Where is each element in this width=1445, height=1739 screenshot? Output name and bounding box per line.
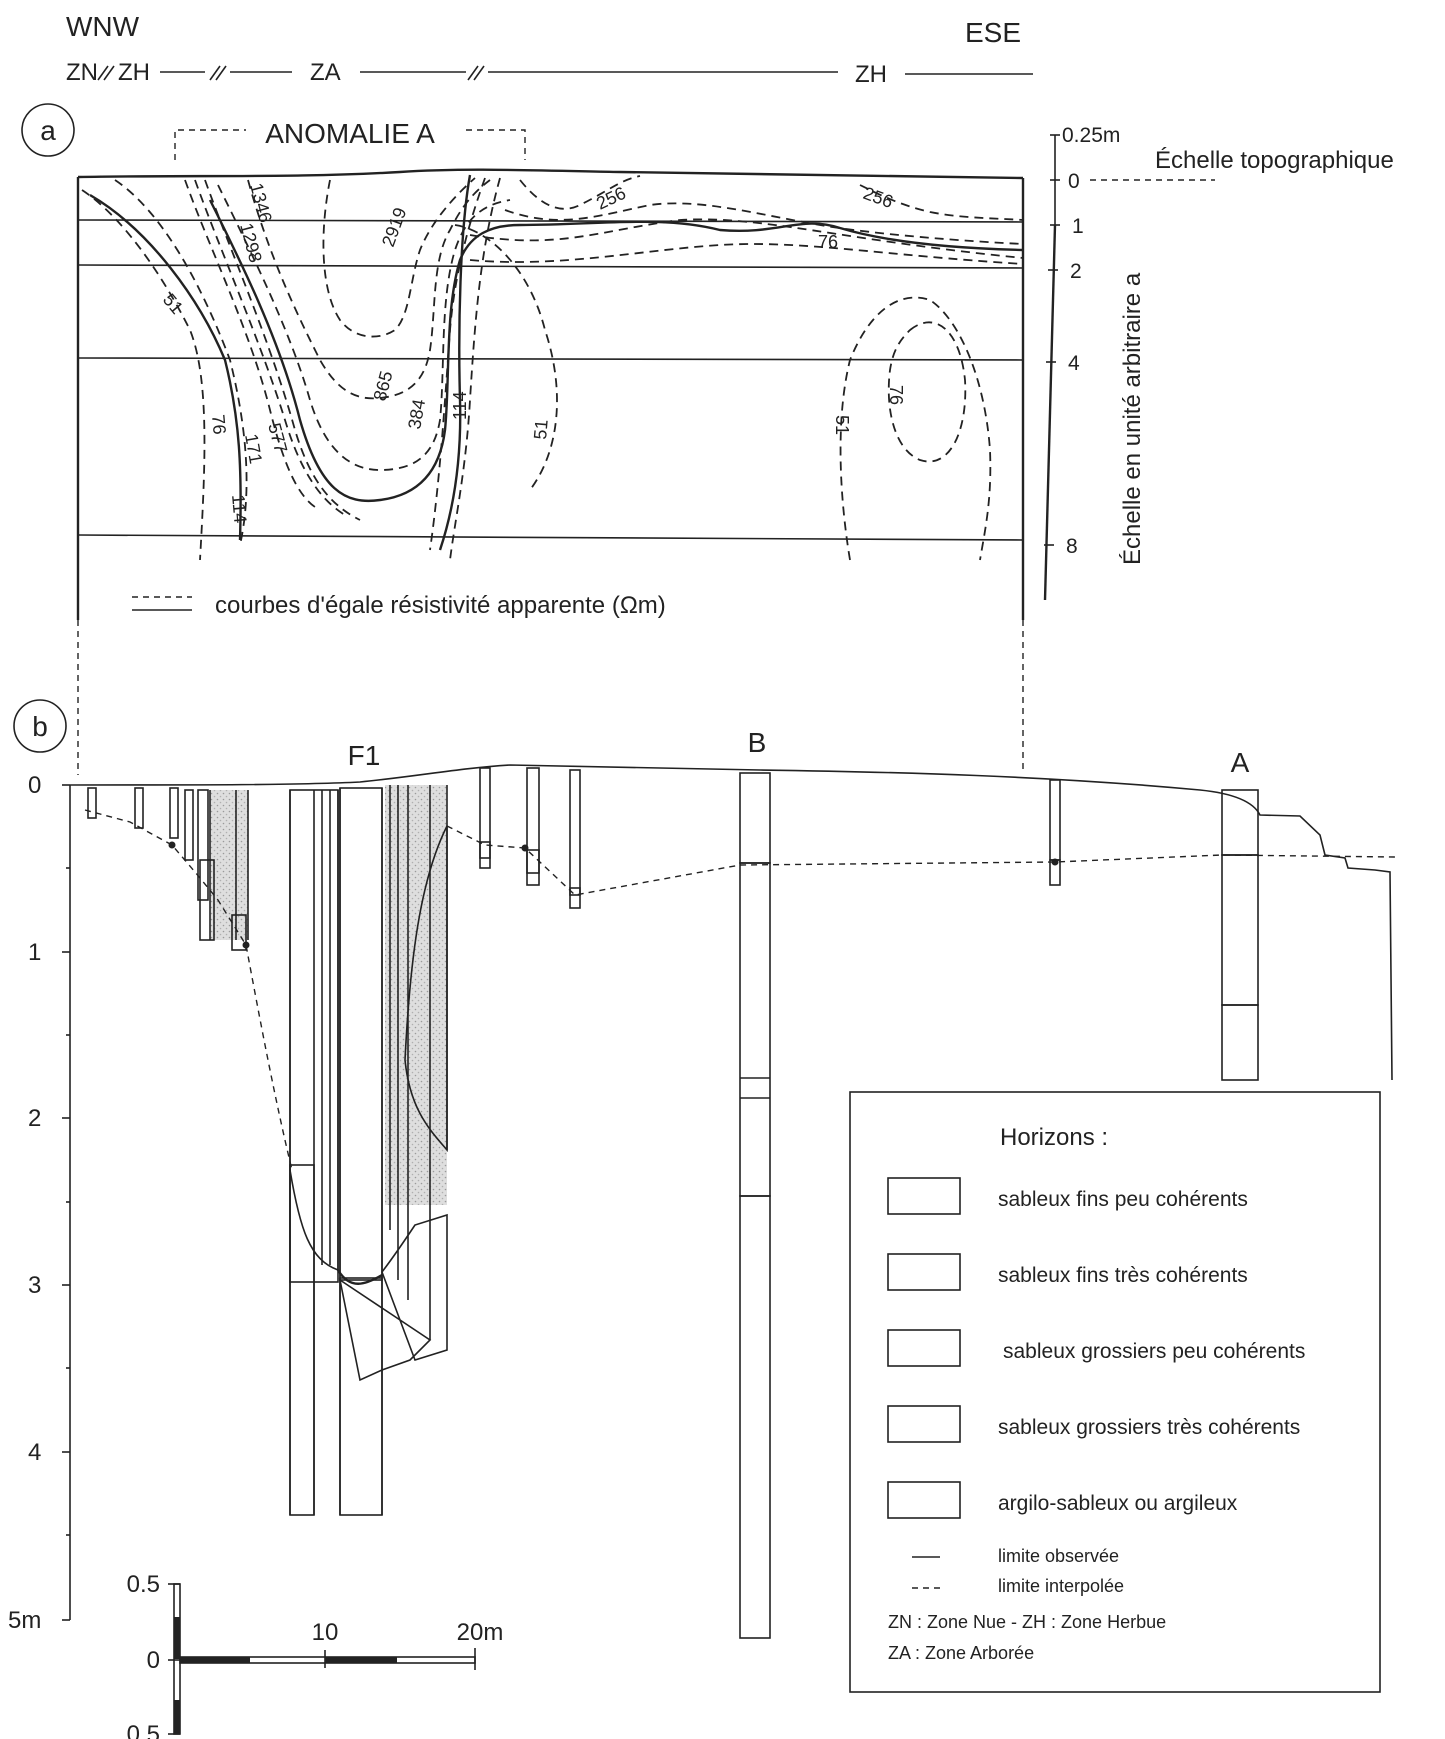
- anomaly-label: ANOMALIE A: [265, 118, 435, 149]
- well-label-b: B: [748, 727, 767, 758]
- depth-tick-a: 8: [1066, 535, 1078, 558]
- depth-tick-a: 1: [1072, 215, 1084, 238]
- panel-b-circle: [13, 699, 67, 753]
- contour-label: 114: [228, 494, 250, 524]
- depth-tick-a: 4: [1068, 352, 1080, 375]
- legend-label: limite observée: [998, 1546, 1119, 1566]
- panel-a-label: a: [40, 115, 56, 146]
- depth-tick-b: 4: [28, 1439, 41, 1466]
- legend-title: Horizons :: [1000, 1124, 1108, 1151]
- legend-swatch-coarse-sand-loose: [887, 1329, 961, 1367]
- legend-label: sableux fins très cohérents: [998, 1264, 1248, 1287]
- zone-label-zh-right: ZH: [855, 61, 887, 88]
- legend-label: limite interpolée: [998, 1576, 1124, 1596]
- contour-label: 51: [530, 419, 552, 441]
- legend-label: sableux grossiers peu cohérents: [1003, 1340, 1305, 1363]
- interpolated-boundary: [84, 809, 1396, 1171]
- depth-tick-a: 0: [1068, 170, 1080, 193]
- legend-note: ZA : Zone Arborée: [888, 1643, 1034, 1663]
- legend-swatch-fine-sand-loose: [887, 1177, 961, 1215]
- contour-label: 76: [818, 232, 838, 252]
- scale-v-tick: 0: [147, 1647, 160, 1674]
- panel-b: b 0 1 2 3 4 5m: [8, 699, 1396, 1739]
- well-label-a: A: [1231, 747, 1250, 778]
- zone-label-za: ZA: [310, 59, 341, 86]
- legend-swatch-fine-sand-cohesive: [887, 1253, 961, 1291]
- well-label-f1: F1: [348, 740, 381, 771]
- legend-label: sableux grossiers très cohérents: [998, 1416, 1300, 1439]
- depth-tick-b: 5m: [8, 1607, 41, 1634]
- ground-surface-a: [77, 168, 1024, 180]
- contour-label: 1346: [246, 181, 276, 225]
- direction-right: ESE: [965, 17, 1021, 48]
- contour-label: 171: [241, 432, 266, 465]
- depth-tick-b: 2: [28, 1105, 41, 1132]
- contour-label: 114: [450, 391, 470, 420]
- contour-label: 76: [208, 414, 230, 436]
- topo-scale-top: 0.25m: [1062, 124, 1120, 147]
- contour-label: 76: [886, 385, 906, 405]
- contour-label: 865: [370, 369, 397, 403]
- panel-b-label: b: [32, 711, 48, 742]
- contour-label: 1298: [236, 221, 266, 265]
- legend-label: argilo-sableux ou argileux: [998, 1492, 1238, 1515]
- zone-label-zn: ZN: [66, 59, 98, 86]
- panel-a-circle: [21, 103, 75, 157]
- legend-label: sableux fins peu cohérents: [998, 1188, 1248, 1211]
- direction-left: WNW: [66, 11, 140, 42]
- topo-scale-label: Échelle topographique: [1155, 147, 1394, 174]
- contour-legend: courbes d'égale résistivité apparente (Ω…: [215, 592, 666, 619]
- depth-tick-a: 2: [1070, 260, 1082, 283]
- contour-label: 2919: [378, 205, 410, 249]
- contour-label: 384: [404, 398, 429, 431]
- panel-a: a ANOMALIE A: [21, 103, 1394, 775]
- zone-label-zh-left: ZH: [118, 59, 150, 86]
- contour-label: 51: [159, 290, 187, 318]
- contour-label: 51: [832, 415, 852, 435]
- scale-bar: 0.5 0 0.5 10 20m: [127, 1571, 504, 1739]
- legend-swatch-coarse-sand-cohesive: [887, 1405, 961, 1443]
- contour-solid-3: [438, 174, 472, 551]
- zone-strip: ZN ZH ZA ZH: [66, 59, 1033, 88]
- scale-h-tick: 20m: [457, 1619, 504, 1646]
- depth-tick-b: 3: [28, 1272, 41, 1299]
- horizons-legend: Horizons : sableux fins peu cohérents sa…: [849, 1091, 1381, 1693]
- scale-v-tick: 0.5: [127, 1571, 160, 1598]
- contour-solid-1: [89, 193, 242, 541]
- contour-label: 256: [593, 183, 629, 214]
- depth-tick-b: 0: [28, 772, 41, 799]
- ground-surface-b: [69, 764, 1393, 1081]
- scale-v-tick: 0.5: [127, 1721, 160, 1739]
- contour-solid-2: [208, 199, 1024, 503]
- depth-axis-title: Échelle en unité arbitraire a: [1119, 272, 1146, 565]
- scale-h-tick: 10: [312, 1619, 339, 1646]
- legend-swatch-clay-sand: [887, 1481, 961, 1519]
- depth-tick-b: 1: [28, 939, 41, 966]
- legend-note: ZN : Zone Nue - ZH : Zone Herbue: [888, 1612, 1166, 1632]
- contour-label: 256: [861, 183, 896, 212]
